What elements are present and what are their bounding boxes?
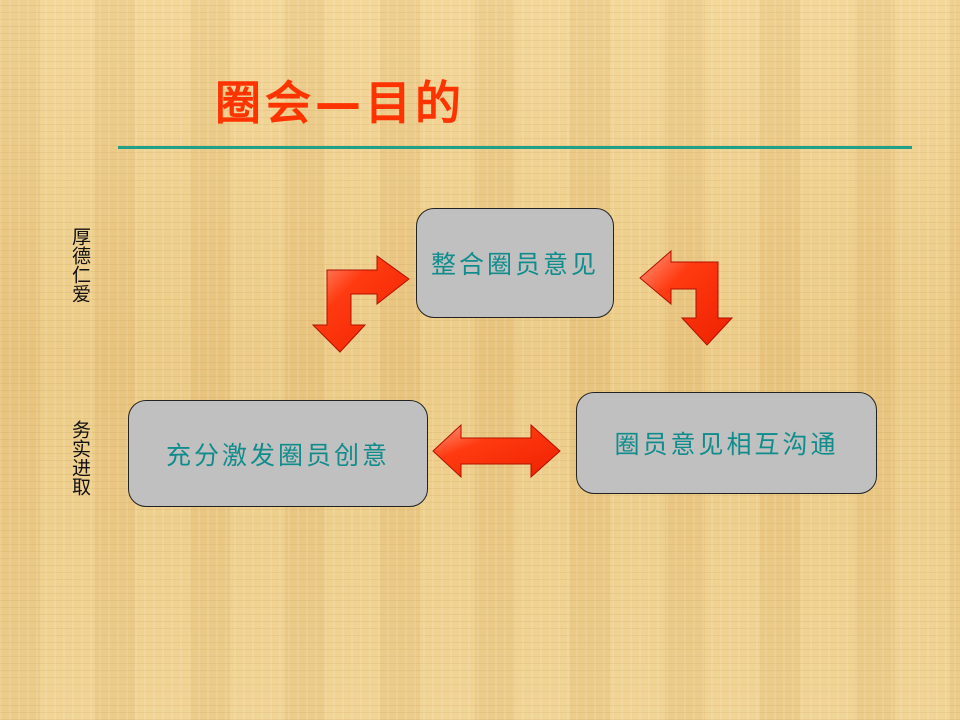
side-label-top: 厚德仁爱 — [69, 227, 91, 303]
slide-title: 圈会—目的 — [215, 76, 465, 130]
bent-arrow-left-icon — [311, 255, 410, 353]
box-integrate-opinions-label: 整合圈员意见 — [430, 250, 599, 279]
title-underline — [118, 146, 912, 149]
box-communicate-opinions-label: 圈员意见相互沟通 — [614, 430, 839, 459]
side-label-bottom: 务实进取 — [69, 420, 91, 496]
box-inspire-ideas: 充分激发圈员创意 — [128, 400, 428, 507]
double-arrow-icon — [432, 423, 561, 479]
box-communicate-opinions: 圈员意见相互沟通 — [576, 392, 877, 494]
box-inspire-ideas-label: 充分激发圈员创意 — [165, 440, 390, 470]
bent-arrow-right-icon — [639, 249, 734, 346]
box-integrate-opinions: 整合圈员意见 — [416, 208, 614, 318]
